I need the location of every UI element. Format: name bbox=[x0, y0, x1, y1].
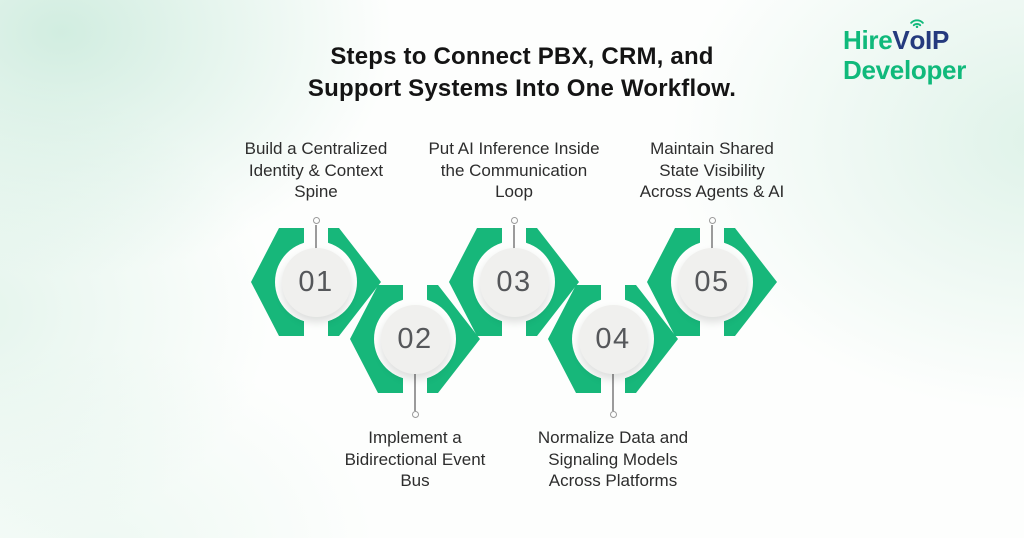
step-number: 01 bbox=[298, 265, 334, 298]
logo-o-text: o bbox=[909, 25, 926, 55]
step-number: 03 bbox=[496, 265, 532, 298]
step-label-line: Normalize Data and bbox=[537, 428, 689, 447]
step-number-circle: 04 bbox=[578, 304, 648, 374]
wifi-icon bbox=[910, 19, 925, 28]
step-label-line: State Visibility bbox=[659, 160, 765, 180]
step-3-label: Put AI Inference Inside the Communicatio… bbox=[409, 138, 619, 203]
step-number: 05 bbox=[694, 265, 730, 298]
step-chevron-1: 01 bbox=[251, 227, 381, 337]
logo-developer-text: Developer bbox=[843, 55, 967, 86]
step-label-line: Spine bbox=[294, 182, 338, 201]
step-label-line: Implement a bbox=[368, 428, 462, 447]
step-chevron-4: 04 bbox=[548, 284, 678, 394]
step-number: 04 bbox=[595, 322, 631, 355]
step-label-line: Maintain Shared bbox=[650, 139, 774, 158]
step-chevron-3: 03 bbox=[449, 227, 579, 337]
step-label-line: Across Platforms bbox=[548, 471, 678, 490]
step-4-label: Normalize Data and Signaling Models Acro… bbox=[508, 427, 718, 492]
step-label-line: Bidirectional Event bbox=[344, 449, 486, 469]
step-label-line: Signaling Models bbox=[548, 449, 678, 469]
step-chevron-2: 02 bbox=[350, 284, 480, 394]
logo-v-text: V bbox=[892, 25, 910, 55]
step-number: 02 bbox=[397, 322, 433, 355]
step-number-circle: 05 bbox=[677, 247, 747, 317]
connector-dot bbox=[312, 217, 320, 224]
step-number-circle: 01 bbox=[281, 247, 351, 317]
connector-dot bbox=[609, 411, 617, 418]
page-title-line1: Steps to Connect PBX, CRM, and bbox=[330, 43, 714, 70]
page-title: Steps to Connect PBX, CRM, and Support S… bbox=[272, 41, 772, 104]
step-number-circle: 02 bbox=[380, 304, 450, 374]
step-label-line: Put AI Inference Inside bbox=[428, 139, 600, 158]
connector-dot bbox=[510, 217, 518, 224]
step-label-line: Identity & Context bbox=[248, 160, 384, 180]
step-label-line: the Communication bbox=[440, 160, 588, 180]
step-number-circle: 03 bbox=[479, 247, 549, 317]
connector-dot bbox=[411, 411, 419, 418]
page-title-line2: Support Systems Into One Workflow. bbox=[307, 74, 737, 102]
step-label-line: Bus bbox=[400, 471, 430, 490]
step-5-label: Maintain Shared State Visibility Across … bbox=[607, 138, 817, 203]
step-label-line: Across Agents & AI bbox=[639, 182, 785, 201]
connector-dot bbox=[708, 217, 716, 224]
step-2-label: Implement a Bidirectional Event Bus bbox=[310, 427, 520, 492]
logo-hire-text: Hire bbox=[843, 25, 893, 55]
step-label-line: Loop bbox=[495, 182, 533, 201]
step-1-label: Build a Centralized Identity & Context S… bbox=[211, 138, 421, 203]
step-chevron-5: 05 bbox=[647, 227, 777, 337]
logo-ip-text: IP bbox=[925, 25, 949, 55]
step-label-line: Build a Centralized bbox=[244, 139, 388, 158]
